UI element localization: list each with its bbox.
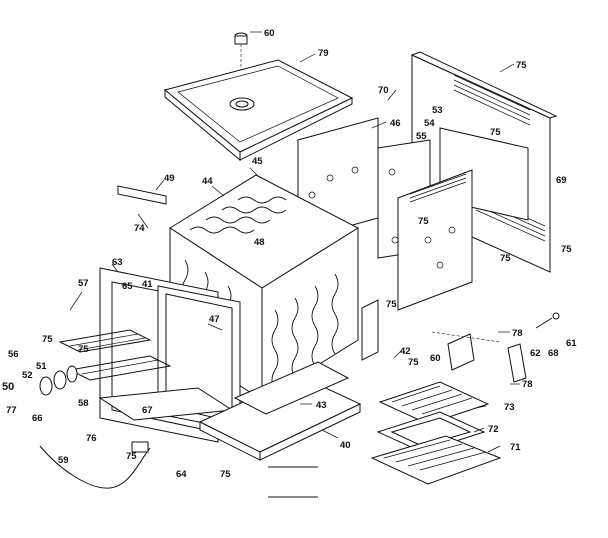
callout-47: 47 (209, 314, 220, 325)
callout-56: 56 (8, 349, 19, 360)
broiler-grid (378, 381, 490, 425)
callout-51: 51 (36, 361, 47, 372)
callout-64: 64 (176, 469, 187, 480)
callout-71: 71 (510, 442, 521, 453)
callout-76: 76 (86, 433, 97, 444)
callout-77: 77 (6, 405, 17, 416)
callout-61: 61 (566, 338, 577, 349)
callout-72: 72 (488, 424, 499, 435)
callout-55: 55 (416, 131, 427, 142)
callout-62: 62 (530, 348, 541, 359)
callout-68: 68 (548, 348, 559, 359)
callout-75-k: 75 (408, 357, 419, 368)
callout-63: 63 (112, 257, 123, 268)
callout-75-b: 75 (490, 127, 501, 138)
callout-52: 52 (22, 370, 33, 381)
callout-74: 74 (134, 223, 145, 234)
callout-78-a: 78 (512, 328, 523, 339)
callout-54: 54 (424, 118, 435, 129)
callout-45: 45 (252, 156, 263, 167)
oven-bottom-panel (198, 375, 362, 461)
callout-75-d: 75 (561, 244, 572, 255)
callout-59: 59 (58, 455, 69, 466)
callout-53: 53 (432, 105, 443, 116)
oven-rack (370, 435, 502, 485)
callout-75-h: 75 (78, 344, 89, 355)
callout-48: 48 (254, 237, 265, 248)
callout-44: 44 (202, 176, 213, 187)
callout-66: 66 (32, 413, 43, 424)
callout-73: 73 (504, 402, 515, 413)
callout-70: 70 (378, 85, 389, 96)
top-panel (163, 59, 354, 162)
wire-harness (39, 441, 151, 489)
callout-75-c: 75 (418, 216, 429, 227)
callout-75-e: 75 (500, 253, 511, 264)
callout-46: 46 (390, 118, 401, 129)
igniter-coils (39, 365, 78, 396)
bracket-49 (117, 185, 167, 205)
callout-75-a: 75 (516, 60, 527, 71)
broiler-pan (376, 411, 486, 453)
callout-50: 50 (2, 381, 14, 393)
callout-41: 41 (142, 279, 153, 290)
bracket-42 (361, 299, 379, 361)
cavity-floor-insulation (233, 361, 350, 415)
callout-75-g: 75 (42, 334, 53, 345)
callout-43: 43 (316, 400, 327, 411)
callout-69: 69 (556, 175, 567, 186)
side-panel-front (397, 169, 473, 311)
broil-element (58, 329, 152, 353)
callout-75-i: 75 (126, 451, 137, 462)
callout-57: 57 (78, 278, 89, 289)
callout-42: 42 (400, 346, 411, 357)
callouts: 60 79 70 75 46 53 54 55 75 45 44 49 48 7… (2, 28, 577, 480)
leader-lines (69, 31, 520, 453)
hinge-screw (535, 312, 560, 329)
callout-65: 65 (122, 281, 133, 292)
callout-79: 79 (318, 48, 329, 59)
callout-49: 49 (164, 173, 175, 184)
callout-75-j: 75 (220, 469, 231, 480)
callout-58: 58 (78, 398, 89, 409)
callout-75-f: 75 (386, 299, 397, 310)
callout-60-hinge: 60 (430, 353, 441, 364)
callout-60-top: 60 (264, 28, 275, 39)
bake-element (68, 355, 172, 381)
callout-40: 40 (340, 440, 351, 451)
callout-67: 67 (142, 405, 153, 416)
door-hinge (431, 331, 527, 383)
callout-78-b: 78 (522, 379, 533, 390)
